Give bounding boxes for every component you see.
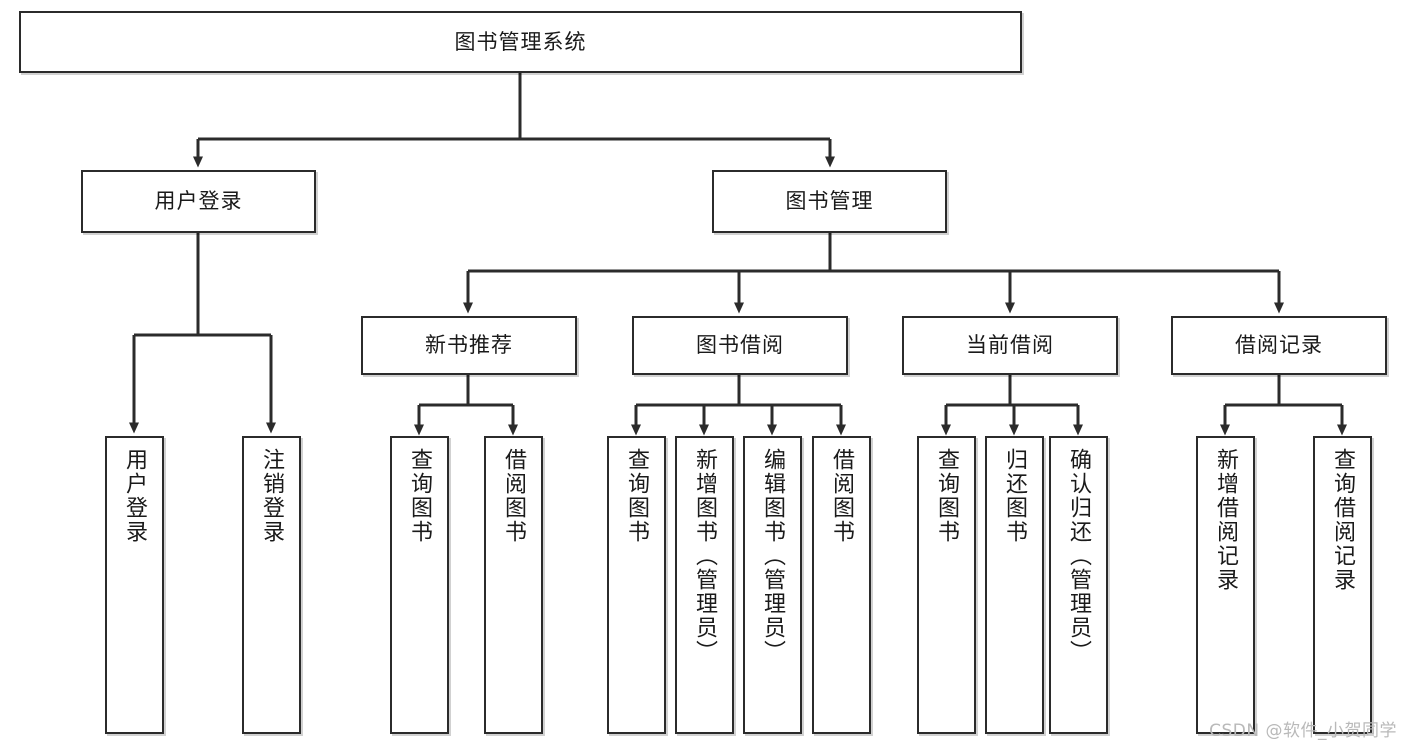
node-leaf-return-book[interactable]: 归还图书 bbox=[985, 436, 1044, 734]
node-new-book-recommend[interactable]: 新书推荐 bbox=[361, 316, 577, 375]
node-book-manage[interactable]: 图书管理 bbox=[712, 170, 947, 233]
node-leaf-edit-book-label: 编辑图书（管理员） bbox=[760, 448, 786, 664]
node-user-login[interactable]: 用户登录 bbox=[81, 170, 316, 233]
node-leaf-confirm-return-label: 确认归还（管理员） bbox=[1066, 448, 1092, 664]
node-current-borrow-label: 当前借阅 bbox=[966, 333, 1054, 358]
node-leaf-return-book-label: 归还图书 bbox=[1002, 448, 1028, 544]
node-root[interactable]: 图书管理系统 bbox=[19, 11, 1022, 73]
node-leaf-query-book-3[interactable]: 查询图书 bbox=[917, 436, 976, 734]
node-leaf-query-record[interactable]: 查询借阅记录 bbox=[1313, 436, 1372, 734]
node-book-borrow[interactable]: 图书借阅 bbox=[632, 316, 848, 375]
csdn-watermark: CSDN @软件_小贺同学 bbox=[1209, 721, 1397, 741]
node-leaf-user-login[interactable]: 用户登录 bbox=[105, 436, 164, 734]
node-leaf-query-book-3-label: 查询图书 bbox=[934, 448, 960, 544]
node-leaf-query-record-label: 查询借阅记录 bbox=[1330, 448, 1356, 592]
node-leaf-logout-login[interactable]: 注销登录 bbox=[242, 436, 301, 734]
node-new-book-recommend-label: 新书推荐 bbox=[425, 333, 513, 358]
node-leaf-borrow-book-1-label: 借阅图书 bbox=[501, 448, 527, 544]
node-leaf-borrow-book-2[interactable]: 借阅图书 bbox=[812, 436, 871, 734]
node-current-borrow[interactable]: 当前借阅 bbox=[902, 316, 1118, 375]
node-leaf-user-login-label: 用户登录 bbox=[122, 448, 148, 544]
node-leaf-confirm-return[interactable]: 确认归还（管理员） bbox=[1049, 436, 1108, 734]
node-leaf-borrow-book-2-label: 借阅图书 bbox=[829, 448, 855, 544]
node-leaf-query-book-2-label: 查询图书 bbox=[624, 448, 650, 544]
node-leaf-add-book-label: 新增图书（管理员） bbox=[692, 448, 718, 664]
node-leaf-query-book-2[interactable]: 查询图书 bbox=[607, 436, 666, 734]
node-leaf-query-book-1-label: 查询图书 bbox=[407, 448, 433, 544]
node-leaf-logout-login-label: 注销登录 bbox=[259, 448, 285, 544]
node-root-label: 图书管理系统 bbox=[454, 29, 587, 54]
node-leaf-add-book[interactable]: 新增图书（管理员） bbox=[675, 436, 734, 734]
node-book-borrow-label: 图书借阅 bbox=[696, 333, 784, 358]
node-book-manage-label: 图书管理 bbox=[785, 189, 874, 214]
node-borrow-record[interactable]: 借阅记录 bbox=[1171, 316, 1387, 375]
node-leaf-add-record[interactable]: 新增借阅记录 bbox=[1196, 436, 1255, 734]
node-leaf-query-book-1[interactable]: 查询图书 bbox=[390, 436, 449, 734]
node-borrow-record-label: 借阅记录 bbox=[1235, 333, 1323, 358]
node-user-login-label: 用户登录 bbox=[154, 189, 243, 214]
node-leaf-borrow-book-1[interactable]: 借阅图书 bbox=[484, 436, 543, 734]
node-leaf-add-record-label: 新增借阅记录 bbox=[1213, 448, 1239, 592]
node-leaf-edit-book[interactable]: 编辑图书（管理员） bbox=[743, 436, 802, 734]
